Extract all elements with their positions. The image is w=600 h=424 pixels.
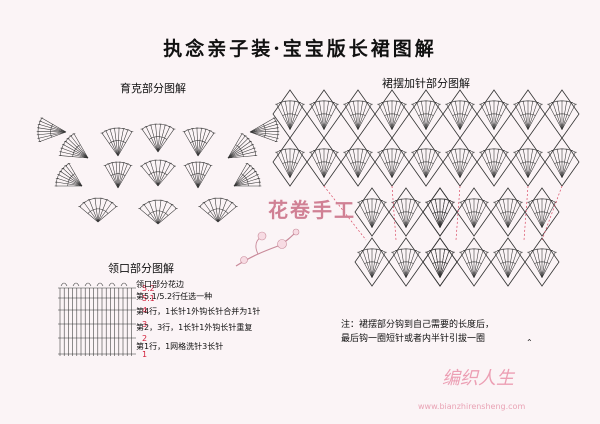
skirt-fan bbox=[547, 148, 577, 178]
collar-note-line: 第4行，1长针1外钩长针合并为1针 bbox=[136, 307, 261, 317]
site-url: www.bianzhirensheng.com bbox=[418, 402, 526, 411]
skirt-fan bbox=[309, 148, 339, 178]
skirt-fan bbox=[479, 100, 509, 130]
skirt-fan bbox=[357, 198, 387, 228]
picot bbox=[72, 282, 80, 287]
yoke-fan bbox=[100, 127, 134, 157]
increase-guide bbox=[391, 185, 397, 241]
lattice-diamond bbox=[524, 237, 560, 287]
collar-section-title: 领口部分图解 bbox=[108, 262, 174, 275]
skirt-fan bbox=[513, 100, 543, 130]
skirt-fan bbox=[547, 100, 577, 130]
collar-chart: 5.25.1 4 3 2 1 bbox=[58, 282, 155, 359]
skirt-note: 注：裙摆部分钩到自己需要的长度后， 最后钩一圈短针或者内半针引拔一圈 bbox=[341, 318, 494, 346]
yoke-fan bbox=[140, 123, 176, 153]
collar-note-line: 第1行，1网格洗针3长针 bbox=[136, 342, 224, 352]
picot bbox=[120, 282, 128, 287]
yoke-fan bbox=[139, 159, 177, 187]
yoke-fan bbox=[103, 161, 133, 189]
skirt-fan bbox=[445, 148, 475, 178]
yoke-fan bbox=[58, 133, 89, 159]
yoke-fan bbox=[138, 199, 178, 225]
increase-guide bbox=[523, 185, 529, 241]
skirt-note-line: 最后钩一圈短针或者内半针引拔一圈 bbox=[341, 334, 486, 344]
lattice-diamond bbox=[388, 237, 424, 287]
yoke-section-title: 育克部分图解 bbox=[120, 82, 186, 95]
picot bbox=[60, 282, 68, 287]
skirt-fan bbox=[493, 248, 523, 278]
collar-notes: 领口部分花边 第5.1/5.2行任选一种 第4行，1长针1外钩长针合并为1针 第… bbox=[136, 279, 260, 353]
collar-note-line: 领口部分花边 bbox=[136, 280, 184, 289]
yoke-fan bbox=[183, 161, 213, 189]
yoke-fan bbox=[182, 127, 216, 157]
collar-row-number: 4 bbox=[142, 306, 147, 315]
yoke-fan bbox=[36, 117, 67, 142]
yoke-fan bbox=[54, 163, 83, 187]
yoke-fan bbox=[233, 163, 262, 187]
yoke-fan bbox=[78, 197, 118, 223]
picot bbox=[96, 282, 104, 287]
skirt-fan bbox=[527, 198, 557, 228]
skirt-fan bbox=[377, 148, 407, 178]
skirt-fan bbox=[459, 248, 489, 278]
skirt-fan bbox=[527, 248, 557, 278]
lattice-diamond bbox=[422, 187, 458, 237]
collar-row-number: 2 bbox=[142, 334, 147, 343]
lattice-diamond bbox=[456, 237, 492, 287]
increase-guide bbox=[323, 185, 367, 241]
yoke-chart bbox=[36, 117, 280, 225]
skirt-fan bbox=[309, 100, 339, 130]
skirt-fan bbox=[275, 100, 305, 130]
skirt-fan bbox=[411, 148, 441, 178]
increase-guide bbox=[455, 185, 461, 241]
page-title: 执念亲子装·宝宝版长裙图解 bbox=[163, 38, 437, 60]
skirt-fan bbox=[377, 100, 407, 130]
picot bbox=[108, 282, 116, 287]
skirt-fan bbox=[493, 198, 523, 228]
skirt-fan bbox=[513, 148, 543, 178]
skirt-fan bbox=[343, 148, 373, 178]
collar-note-line: 第5.1/5.2行任选一种 bbox=[136, 291, 213, 301]
lattice-diamond bbox=[354, 187, 390, 237]
lattice-diamond bbox=[524, 187, 560, 237]
skirt-section-title: 裙摆加针部分图解 bbox=[382, 77, 470, 90]
lattice-diamond bbox=[272, 137, 308, 187]
collar-note-line: 第2，3行，1长针1外钩长针重复 bbox=[136, 322, 253, 332]
skirt-fan bbox=[479, 148, 509, 178]
collar-row-number: 5.1 bbox=[142, 294, 155, 303]
skirt-note-line: 注：裙摆部分钩到自己需要的长度后， bbox=[341, 320, 495, 330]
lattice-diamond bbox=[476, 137, 512, 187]
lattice-diamond bbox=[354, 237, 390, 287]
skirt-chart bbox=[272, 89, 580, 287]
skirt-fan bbox=[343, 100, 373, 130]
lattice-diamond bbox=[408, 137, 444, 187]
site-brand-watermark: 编织人生 bbox=[442, 368, 514, 389]
lattice-diamond bbox=[422, 237, 458, 287]
lattice-diamond bbox=[490, 237, 526, 287]
collar-row-number: 3 bbox=[142, 320, 147, 329]
skirt-fan bbox=[391, 248, 421, 278]
plum-blossom-icon bbox=[235, 228, 300, 267]
yoke-fan bbox=[249, 117, 280, 142]
skirt-fan bbox=[425, 248, 455, 278]
yoke-fan bbox=[198, 197, 238, 223]
collar-row-number: 1 bbox=[142, 350, 147, 359]
skirt-fan bbox=[411, 100, 441, 130]
lattice-diamond bbox=[490, 187, 526, 237]
lattice-diamond bbox=[388, 187, 424, 237]
yoke-fan bbox=[227, 133, 258, 159]
skirt-fan bbox=[275, 148, 305, 178]
small-arrow-icon: ⌃ bbox=[526, 338, 533, 347]
lattice-diamond bbox=[456, 187, 492, 237]
skirt-fan bbox=[391, 198, 421, 228]
lattice-diamond bbox=[340, 137, 376, 187]
skirt-fan bbox=[357, 248, 387, 278]
skirt-fan bbox=[459, 198, 489, 228]
skirt-fan bbox=[425, 198, 455, 228]
brand-watermark: 花卷手工 bbox=[268, 198, 356, 222]
skirt-fan bbox=[445, 100, 475, 130]
increase-guide bbox=[541, 185, 563, 241]
collar-row-number: 5.2 bbox=[142, 284, 155, 293]
picot bbox=[84, 282, 92, 287]
